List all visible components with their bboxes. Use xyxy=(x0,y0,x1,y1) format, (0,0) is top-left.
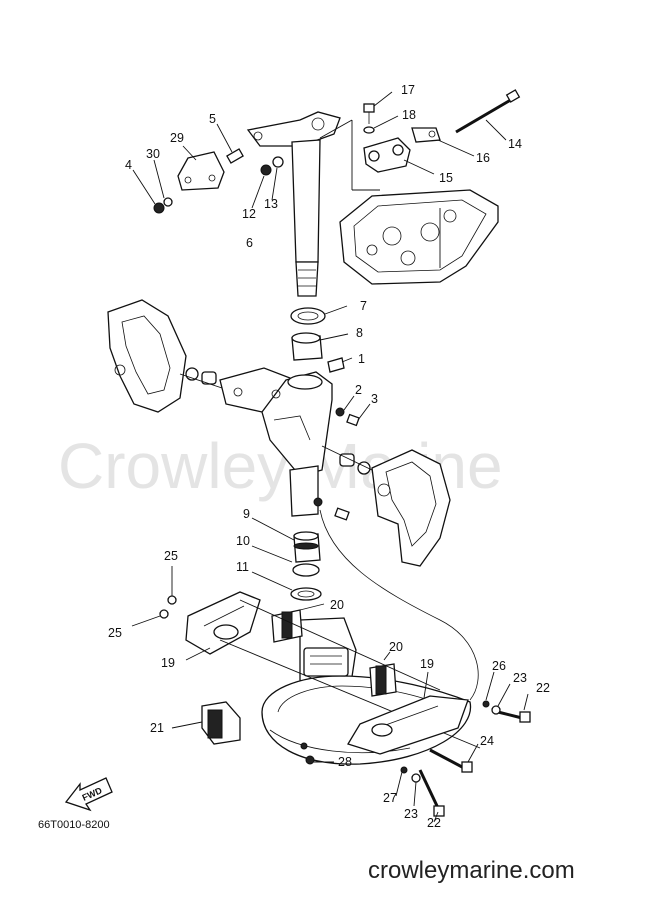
callout-14: 14 xyxy=(508,137,522,151)
mount-cover xyxy=(171,701,241,745)
screw-28 xyxy=(300,742,334,765)
fwd-arrow-icon: FWD xyxy=(64,777,113,812)
callout-12: 12 xyxy=(242,207,256,221)
callout-26: 26 xyxy=(492,659,506,673)
callout-10: 10 xyxy=(236,534,250,548)
lower-mount-left xyxy=(185,591,481,749)
swivel-bracket xyxy=(219,367,333,517)
lower-mount-right xyxy=(347,671,469,755)
mount-rubber-20b xyxy=(369,651,397,697)
switch-assembly xyxy=(363,127,475,175)
callout-23-lower: 23 xyxy=(404,807,418,821)
callout-19-left: 19 xyxy=(161,656,175,670)
callout-11: 11 xyxy=(236,560,249,574)
callout-13: 13 xyxy=(264,197,278,211)
stopper-bracket xyxy=(132,145,225,214)
callout-25-lower: 25 xyxy=(108,626,122,640)
part-code: 66T0010-8200 xyxy=(38,819,110,831)
clamp-bracket-left xyxy=(107,299,223,413)
callout-19-right: 19 xyxy=(420,657,434,671)
callout-28: 28 xyxy=(338,755,352,769)
callout-3: 3 xyxy=(371,392,378,406)
callout-22-upper: 22 xyxy=(536,681,550,695)
ground-lead xyxy=(319,509,479,701)
callout-30: 30 xyxy=(146,147,160,161)
callout-29: 29 xyxy=(170,131,184,145)
callout-16: 16 xyxy=(476,151,490,165)
site-url: crowleymarine.com xyxy=(368,857,575,884)
callout-21: 21 xyxy=(150,721,164,735)
callouts: 1 2 3 4 5 6 7 8 9 10 11 12 13 14 15 16 1… xyxy=(108,83,550,830)
long-bolt xyxy=(455,89,521,141)
bolt-24 xyxy=(429,743,479,773)
callout-17: 17 xyxy=(401,83,415,97)
callout-18: 18 xyxy=(402,108,416,122)
callout-22-lower: 22 xyxy=(427,816,441,830)
upper-mount-plate xyxy=(339,189,499,285)
bolt-17 xyxy=(363,91,399,134)
callout-5: 5 xyxy=(209,112,216,126)
callout-25-upper: 25 xyxy=(164,549,178,563)
callout-9: 9 xyxy=(243,507,250,521)
callout-24: 24 xyxy=(480,734,494,748)
callout-23-upper: 23 xyxy=(513,671,527,685)
grease-nipple xyxy=(216,123,244,164)
clamp-bracket-right xyxy=(321,445,451,567)
callout-6: 6 xyxy=(246,236,253,250)
grease-nipple-2-3 xyxy=(335,395,371,427)
callout-20-lower: 20 xyxy=(389,640,403,654)
nut-washer xyxy=(251,156,284,209)
steering-shaft xyxy=(246,111,380,297)
upper-bushings xyxy=(290,305,353,373)
callout-2: 2 xyxy=(355,383,362,397)
lower-fitting xyxy=(313,497,350,521)
callout-15: 15 xyxy=(439,171,453,185)
washer-25 xyxy=(131,566,177,627)
bolt-22-lower xyxy=(395,766,445,823)
callout-1: 1 xyxy=(358,352,365,366)
bolt-22-upper xyxy=(482,671,531,723)
callout-27: 27 xyxy=(383,791,397,805)
lower-bushings xyxy=(251,517,322,601)
callout-7: 7 xyxy=(360,299,367,313)
callout-8: 8 xyxy=(356,326,363,340)
callout-20-upper: 20 xyxy=(330,598,344,612)
callout-4: 4 xyxy=(125,158,132,172)
